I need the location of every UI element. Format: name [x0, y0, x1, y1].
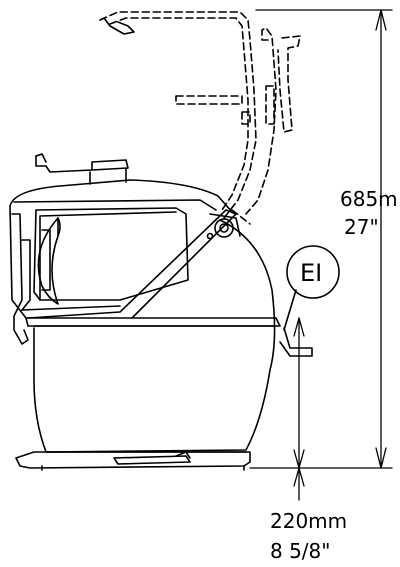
- drain-pipe: [279, 327, 313, 357]
- clearance-label-in: 8 5/8": [270, 539, 330, 563]
- connection-label: EI: [300, 259, 322, 287]
- lid-handle: [35, 153, 129, 185]
- inner-window: [33, 207, 189, 301]
- raised-arm-outline: [99, 11, 301, 225]
- connection-callout: [286, 245, 340, 299]
- lid-body: [9, 179, 233, 319]
- side-handle: [11, 213, 31, 345]
- height-label-in: 27": [344, 215, 379, 239]
- cover-plate: [27, 209, 237, 319]
- hinge-knob: [206, 213, 241, 240]
- height-dimension: [249, 9, 393, 469]
- clearance-label-mm: 220mm: [270, 509, 347, 533]
- arm-hook: [103, 17, 135, 35]
- height-label-mm: 685m: [340, 187, 398, 211]
- rim-band: [21, 305, 281, 327]
- clearance-dimension: [293, 317, 305, 501]
- base-body: [33, 219, 276, 453]
- blade-tool: [37, 217, 61, 305]
- base-plate: [15, 451, 251, 471]
- callout-leader: [283, 289, 297, 331]
